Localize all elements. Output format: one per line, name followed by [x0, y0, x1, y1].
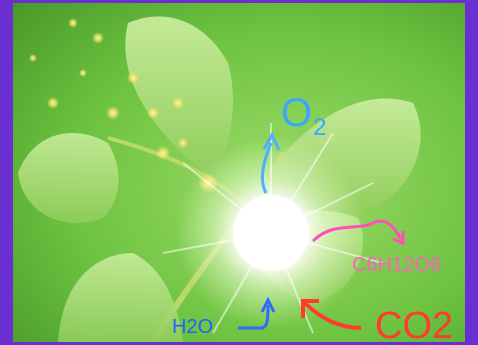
glucose-arrow-head — [392, 231, 405, 246]
water-arrow — [238, 304, 270, 330]
ginkgo-leaf-bottom — [58, 253, 183, 342]
photosynthesis-illustration — [13, 3, 465, 342]
oxygen-arrow-head — [262, 131, 281, 151]
ginkgo-leaf-left — [18, 133, 119, 223]
oxygen-label: O2 — [281, 91, 328, 141]
carbon-dioxide-label: CO2 — [375, 305, 454, 342]
water-arrow-head — [260, 296, 276, 313]
glucose-arrow — [311, 219, 403, 243]
ginkgo-photo: O2 C6H12O6 H2O CO2 — [13, 3, 465, 342]
carbon-dioxide-arrow-head — [301, 299, 319, 318]
oxygen-arrow — [260, 142, 273, 194]
water-label: H2O — [172, 316, 214, 338]
glucose-label: C6H12O6 — [352, 254, 441, 276]
carbon-dioxide-arrow — [303, 301, 362, 330]
sunburst-glow — [162, 123, 384, 334]
